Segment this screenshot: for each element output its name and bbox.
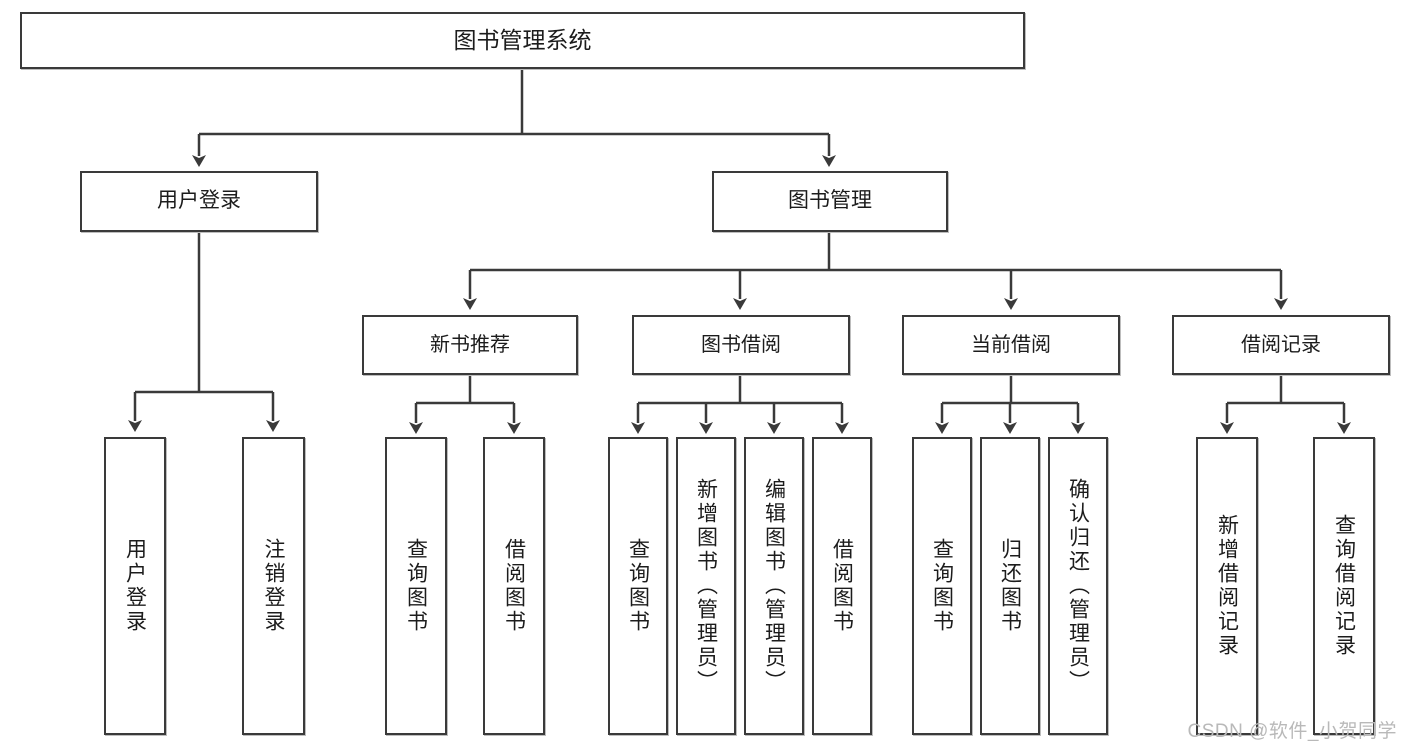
- node-user-login[interactable]: 用户登录: [80, 171, 318, 232]
- node-current-borrow[interactable]: 当前借阅: [902, 315, 1120, 375]
- node-label: 用户登录: [123, 538, 147, 634]
- leaf-confirm-return[interactable]: 确认归还（管理员）: [1048, 437, 1108, 735]
- node-label: 查询图书: [404, 538, 428, 634]
- node-label: 编辑图书（管理员）: [762, 478, 786, 694]
- leaf-return-book[interactable]: 归还图书: [980, 437, 1040, 735]
- leaf-query-book-1[interactable]: 查询图书: [385, 437, 447, 735]
- node-label: 注销登录: [262, 538, 285, 634]
- node-new-book-recommend[interactable]: 新书推荐: [362, 315, 578, 375]
- node-book-manage[interactable]: 图书管理: [712, 171, 948, 232]
- leaf-borrow-book-1[interactable]: 借阅图书: [483, 437, 545, 735]
- node-label: 查询借阅记录: [1332, 514, 1356, 658]
- leaf-query-record[interactable]: 查询借阅记录: [1313, 437, 1375, 735]
- node-label: 新书推荐: [430, 333, 510, 356]
- node-root-system[interactable]: 图书管理系统: [20, 12, 1025, 69]
- leaf-edit-book[interactable]: 编辑图书（管理员）: [744, 437, 804, 735]
- csdn-watermark: CSDN @软件_小贺同学: [1187, 721, 1397, 742]
- node-label: 确认归还（管理员）: [1066, 478, 1090, 694]
- node-label: 图书借阅: [701, 333, 781, 356]
- leaf-user-login[interactable]: 用户登录: [104, 437, 166, 735]
- node-label: 借阅记录: [1241, 333, 1321, 356]
- node-label: 查询图书: [626, 538, 650, 634]
- node-label: 新增借阅记录: [1215, 514, 1239, 658]
- node-label: 当前借阅: [971, 333, 1051, 356]
- node-label: 新增图书（管理员）: [694, 478, 718, 694]
- node-book-borrow[interactable]: 图书借阅: [632, 315, 850, 375]
- leaf-query-book-3[interactable]: 查询图书: [912, 437, 972, 735]
- leaf-add-book[interactable]: 新增图书（管理员）: [676, 437, 736, 735]
- node-label: 归还图书: [998, 538, 1022, 634]
- node-label: 用户登录: [157, 189, 241, 213]
- leaf-borrow-book-2[interactable]: 借阅图书: [812, 437, 872, 735]
- node-label: 借阅图书: [830, 538, 854, 634]
- node-label: 图书管理系统: [453, 27, 592, 54]
- leaf-add-record[interactable]: 新增借阅记录: [1196, 437, 1258, 735]
- node-label: 借阅图书: [502, 538, 526, 634]
- node-label: 图书管理: [788, 189, 872, 213]
- node-borrow-record[interactable]: 借阅记录: [1172, 315, 1390, 375]
- node-label: 查询图书: [930, 538, 954, 634]
- leaf-logout[interactable]: 注销登录: [242, 437, 305, 735]
- leaf-query-book-2[interactable]: 查询图书: [608, 437, 668, 735]
